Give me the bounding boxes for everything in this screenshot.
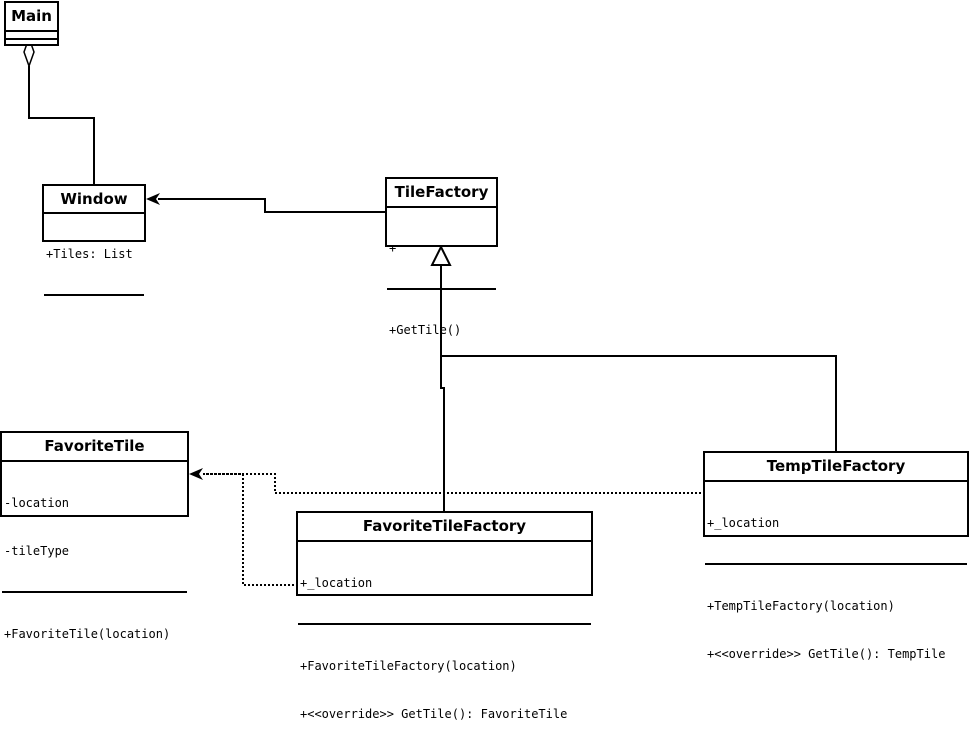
class-window-attributes: +Tiles: List [44,214,144,296]
class-favorite-tile-factory-attributes: +_location [298,542,591,625]
generalization-line-temptilefactory [441,355,837,453]
attribute: +_location [300,576,373,590]
class-window[interactable]: Window +Tiles: List [42,184,146,296]
attribute: -location [4,496,70,510]
class-main-operations [6,40,57,46]
dependency-line-temptilefactory [203,473,705,494]
class-tile-factory-attributes: + [387,208,496,290]
operation: +<<override>> GetTile(): FavoriteTile [300,707,568,721]
class-main-attributes [6,32,57,40]
attribute: + [389,241,397,255]
class-window-operations [44,296,144,302]
operation: +<<override>> GetTile(): TempTile [707,647,946,661]
generalization-triangle [430,244,452,266]
class-tile-factory-operations: +GetTile() [387,290,496,370]
operation: +FavoriteTileFactory(location) [300,659,517,673]
class-temp-tile-factory[interactable]: TempTileFactory +_location +TempTileFact… [703,451,969,661]
operation: +TempTileFactory(location) [707,599,895,613]
class-favorite-tile-operations: +FavoriteTile(location) [2,593,187,674]
class-favorite-tile-factory-title: FavoriteTileFactory [298,513,591,542]
class-tile-factory[interactable]: TileFactory + +GetTile() [385,177,498,337]
class-favorite-tile[interactable]: FavoriteTile -location -tileType +Favori… [0,431,189,641]
class-window-title: Window [44,186,144,214]
class-tile-factory-title: TileFactory [387,179,496,208]
uml-connectors [23,35,837,586]
class-favorite-tile-factory-operations: +FavoriteTileFactory(location) +<<overri… [298,625,591,754]
dependency-arrowhead [189,468,203,480]
class-temp-tile-factory-operations: +TempTileFactory(location) +<<override>>… [705,565,967,694]
operation: +GetTile() [389,323,462,337]
dependency-line-favoritetilefactory [203,473,298,586]
class-main[interactable]: Main [4,1,59,46]
operation: +FavoriteTile(location) [4,627,171,641]
class-favorite-tile-factory[interactable]: FavoriteTileFactory +_location +Favorite… [296,511,593,721]
class-main-title: Main [6,3,57,32]
aggregation-line-window-main [28,66,95,186]
association-arrowhead [146,193,160,205]
class-favorite-tile-title: FavoriteTile [2,433,187,462]
class-favorite-tile-attributes: -location -tileType [2,462,187,593]
attribute: -tileType [4,544,70,558]
association-line-tilefactory-window [158,198,387,213]
attribute: +_location [707,516,780,530]
attribute: +Tiles: List [46,247,133,261]
class-temp-tile-factory-title: TempTileFactory [705,453,967,482]
class-temp-tile-factory-attributes: +_location [705,482,967,565]
generalization-line-favoritetilefactory [440,265,445,512]
